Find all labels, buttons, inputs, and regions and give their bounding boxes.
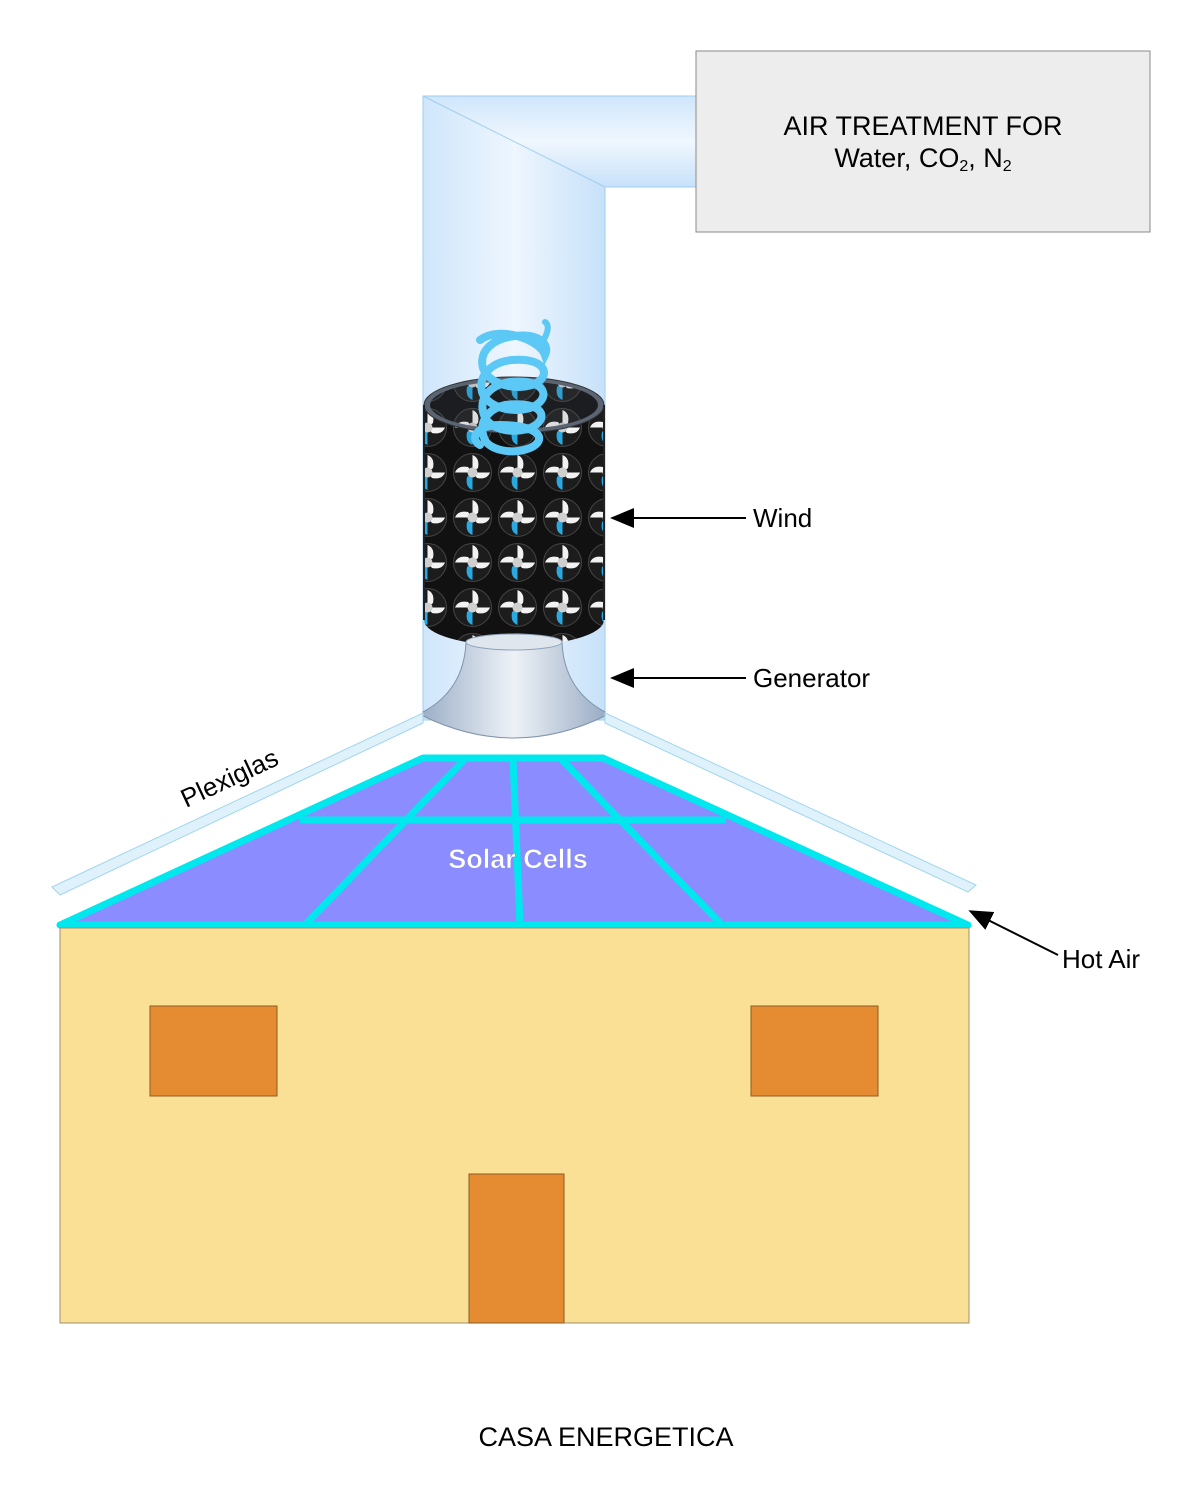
generator <box>422 641 606 739</box>
air-treatment-title: AIR TREATMENT FOR <box>783 111 1062 141</box>
air-treatment-compounds: Water, CO2, N2 <box>834 143 1011 175</box>
hot-air-label: Hot Air <box>1062 944 1140 974</box>
plexiglas-right <box>604 712 977 893</box>
plexiglas-left <box>51 712 424 896</box>
air-coil <box>471 329 551 456</box>
diagram-caption: CASA ENERGETICA <box>478 1422 733 1452</box>
hot-air-arrow <box>968 910 1059 956</box>
plexiglas-label: Plexiglas <box>176 742 283 813</box>
window-left <box>149 1005 278 1097</box>
solar-cells-label: Solar Cells <box>448 844 588 874</box>
air-treatment-box <box>695 50 1151 233</box>
wind-label: Wind <box>753 503 812 533</box>
door <box>468 1173 565 1324</box>
solar-roof <box>56 754 972 929</box>
wind-turbine <box>423 376 605 646</box>
generator-label: Generator <box>753 663 870 693</box>
window-right <box>750 1005 879 1097</box>
